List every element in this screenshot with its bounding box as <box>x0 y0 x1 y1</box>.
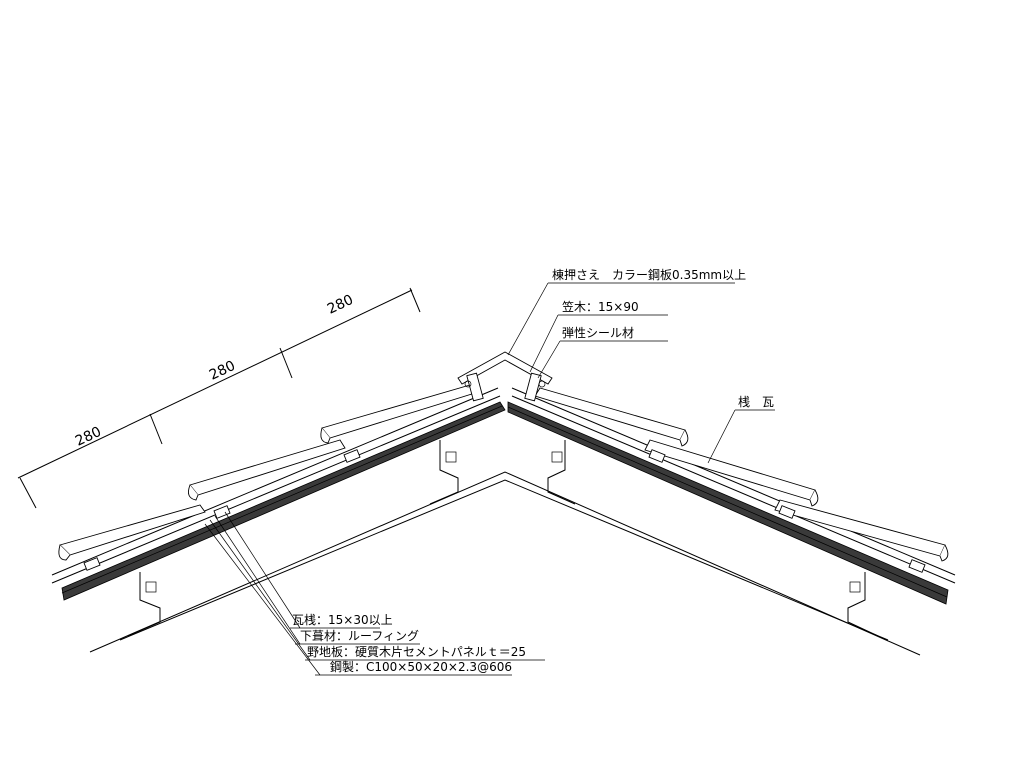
leaders-top <box>507 282 775 464</box>
label-tile: 桟 瓦 <box>738 395 774 409</box>
purlin-bracket <box>127 572 161 637</box>
label-batten: 瓦桟：15×30以上 <box>292 613 393 627</box>
label-underlay: 下葺材：ルーフィング <box>300 629 419 643</box>
roof-tiles-left <box>58 384 476 571</box>
purlin-bracket <box>847 572 879 637</box>
dimension-label-1: 280 <box>73 424 104 450</box>
rafter-lines <box>51 387 956 584</box>
leaders-bottom <box>204 511 545 676</box>
dimension-label-3: 280 <box>325 292 356 318</box>
label-sheathing: 野地板：硬質木片セメントパネルｔ＝25 <box>307 644 526 659</box>
label-sealant: 弾性シール材 <box>562 326 634 340</box>
purlin-bracket <box>547 440 576 505</box>
annotation-labels: 棟押さえ カラー鋼板0.35mm以上 笠木：15×90 弾性シール材 桟 瓦 瓦… <box>292 267 774 674</box>
label-purlin: 鋼製：C100×50×20×2.3@606 <box>330 660 512 674</box>
dimension-label-2: 280 <box>207 358 238 384</box>
purlin-bracket <box>429 440 459 505</box>
steel-frame-lines <box>89 471 921 656</box>
label-kasagi: 笠木：15×90 <box>562 299 639 314</box>
ridge-cap <box>457 351 553 402</box>
label-ridge-cover: 棟押さえ カラー鋼板0.35mm以上 <box>552 267 746 282</box>
purlin-brackets <box>127 440 879 637</box>
roof-deck <box>61 401 949 605</box>
dimension-line: 280 280 280 <box>17 287 421 509</box>
roof-tiles-right <box>534 387 949 573</box>
